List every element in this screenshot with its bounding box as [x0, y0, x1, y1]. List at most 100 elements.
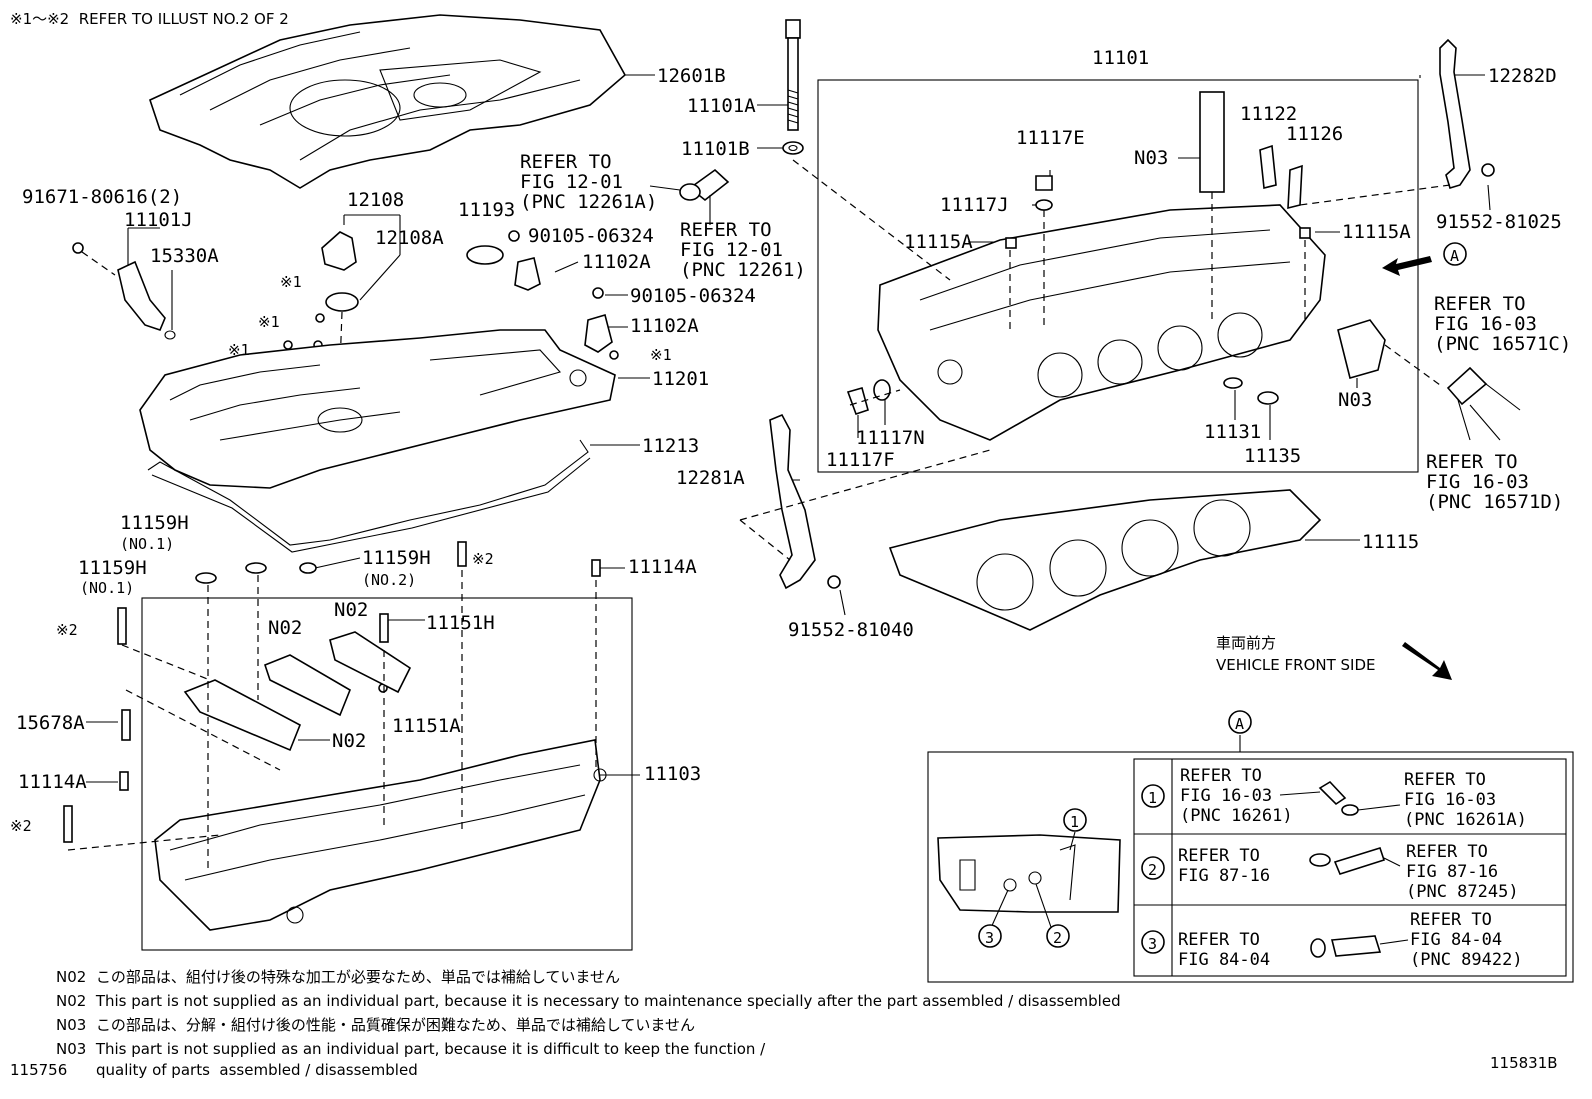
engine-hanger-rear-drawing	[1299, 38, 1495, 206]
row2-num-circle	[1141, 856, 1165, 880]
hose-drawing	[649, 168, 730, 225]
camshaft-bearing-caps	[183, 631, 412, 752]
row1-right-ref: REFER TO FIG 16-03 (PNC 16261A)	[1404, 770, 1527, 830]
label-refer-12261: REFER TO FIG 12-01 (PNC 12261)	[680, 219, 806, 281]
valve-cover-drawing	[139, 329, 616, 489]
label-11117N: 11117N	[856, 427, 925, 449]
mini-callout-3: 3	[985, 929, 995, 947]
label-11122: 11122	[1240, 103, 1298, 125]
ocv-drawing	[72, 227, 176, 340]
head-gasket-drawing	[888, 489, 1322, 631]
label-11151H: 11151H	[426, 612, 495, 634]
hose-16-03-drawing	[1384, 344, 1521, 441]
illustration-code-right: 115831B	[1490, 1054, 1558, 1072]
vehicle-front-en: VEHICLE FRONT SIDE	[1216, 656, 1376, 674]
engine-cover-drawing	[149, 14, 627, 189]
valve-cover-gasket-drawing	[147, 439, 591, 553]
mini-callout-1-circle	[1063, 808, 1087, 832]
label-N03-2: N03	[1338, 389, 1373, 411]
footnote-n03-jp: N03 この部品は、分解・組付け後の性能・品質確保が困難なため、単品では補給して…	[56, 1016, 695, 1034]
label-N02-1: N02	[334, 599, 369, 621]
label-ref2-b: ※2	[56, 621, 78, 639]
footnote-n02-en: N02 This part is not supplied as an indi…	[56, 992, 1121, 1010]
dashed-guides-left	[67, 570, 597, 870]
label-ref1-d: ※1	[650, 346, 672, 364]
mini-callout-3-circle	[978, 924, 1002, 948]
label-N02-3: N02	[332, 730, 367, 752]
label-11114A-1: 11114A	[628, 556, 697, 578]
label-11126: 11126	[1286, 123, 1344, 145]
label-11159H-1: 11159H	[120, 512, 189, 534]
view-A-arrow	[1382, 256, 1432, 276]
label-12108: 12108	[347, 189, 405, 211]
label-11115A-1: 11115A	[904, 231, 973, 253]
sensor-drawing	[283, 230, 619, 360]
engine-hanger-front-drawing	[739, 413, 991, 590]
cylinder-head-frame	[817, 79, 1419, 473]
footnote-n03-en: N03 This part is not supplied as an indi…	[56, 1040, 766, 1058]
row3-right-ref: REFER TO FIG 84-04 (PNC 89422)	[1410, 910, 1523, 970]
label-11101A: 11101A	[687, 95, 756, 117]
row1-num-circle	[1141, 784, 1165, 808]
label-11117E: 11117E	[1016, 127, 1085, 149]
row2-num: 2	[1148, 861, 1158, 879]
label-ref2-a: ※2	[472, 550, 494, 568]
row3-num: 3	[1148, 935, 1158, 953]
label-refer-16571C: REFER TO FIG 16-03 (PNC 16571C)	[1434, 293, 1572, 355]
label-12108A: 12108A	[375, 227, 444, 249]
vehicle-front-jp: 車両前方	[1216, 634, 1277, 652]
label-90105-06324-a: 90105-06324	[528, 225, 654, 247]
label-15330A: 15330A	[150, 245, 219, 267]
label-11115: 11115	[1362, 531, 1420, 553]
illustration-code-left: 115756	[10, 1061, 68, 1079]
label-91671-80616: 91671-80616(2)	[22, 186, 183, 208]
label-11103: 11103	[644, 763, 702, 785]
vehicle-front-arrow	[1402, 642, 1452, 680]
label-11117F: 11117F	[826, 449, 895, 471]
label-ref1-c: ※1	[228, 341, 250, 359]
label-ref2-c: ※2	[10, 817, 32, 835]
label-refer-16571D: REFER TO FIG 16-03 (PNC 16571D)	[1426, 451, 1564, 513]
label-11101J: 11101J	[124, 209, 193, 231]
label-11159H-2: 11159H	[78, 557, 147, 579]
mini-callout-2-circle	[1046, 924, 1070, 948]
label-N02-2: N02	[268, 617, 303, 639]
camshaft-housing-frame	[141, 597, 633, 951]
footnote-n03-en-cont: quality of parts assembled / disassemble…	[96, 1061, 418, 1079]
label-11213: 11213	[642, 435, 700, 457]
label-11131: 11131	[1204, 421, 1262, 443]
head-bolt-drawing	[782, 19, 804, 155]
label-91552-81025: 91552-81025	[1436, 211, 1562, 233]
label-11102A-1: 11102A	[582, 251, 651, 273]
label-11101: 11101	[1092, 47, 1150, 69]
callout-A-label: A	[1450, 247, 1460, 265]
label-11102A-2: 11102A	[630, 315, 699, 337]
label-11159H-3: 11159H	[362, 547, 431, 569]
label-N03-1: N03	[1134, 147, 1169, 169]
detail-A-box	[927, 735, 1574, 983]
detail-A-title: A	[1235, 715, 1245, 733]
footnote-n02-jp: N02 この部品は、組付け後の特殊な加工が必要なため、単品では補給していません	[56, 968, 620, 986]
label-refer-12261A: REFER TO FIG 12-01 (PNC 12261A)	[520, 151, 658, 213]
label-11117J: 11117J	[940, 194, 1009, 216]
mini-callout-1: 1	[1070, 813, 1080, 831]
label-11151A: 11151A	[392, 715, 461, 737]
label-11193: 11193	[458, 199, 516, 221]
row3-num-circle	[1141, 930, 1165, 954]
header-note: ※1〜※2 REFER TO ILLUST NO.2 OF 2	[10, 10, 289, 28]
label-ref1-b: ※1	[258, 313, 280, 331]
row3-left-ref: REFER TO FIG 84-04	[1178, 930, 1271, 970]
label-ref1-a: ※1	[280, 273, 302, 291]
label-12601B: 12601B	[657, 65, 726, 87]
detail-A-title-circle	[1228, 710, 1252, 734]
label-12281A: 12281A	[676, 467, 745, 489]
mini-callout-2: 2	[1053, 929, 1063, 947]
label-12282D: 12282D	[1488, 65, 1557, 87]
label-11159H-3-sub: (NO.2)	[362, 571, 417, 589]
row2-right-ref: REFER TO FIG 87-16 (PNC 87245)	[1406, 842, 1519, 902]
label-11115A-2: 11115A	[1342, 221, 1411, 243]
cylinder-head-small-parts	[792, 91, 1386, 440]
cylinder-head-drawing	[877, 204, 1326, 441]
row1-num: 1	[1148, 789, 1158, 807]
